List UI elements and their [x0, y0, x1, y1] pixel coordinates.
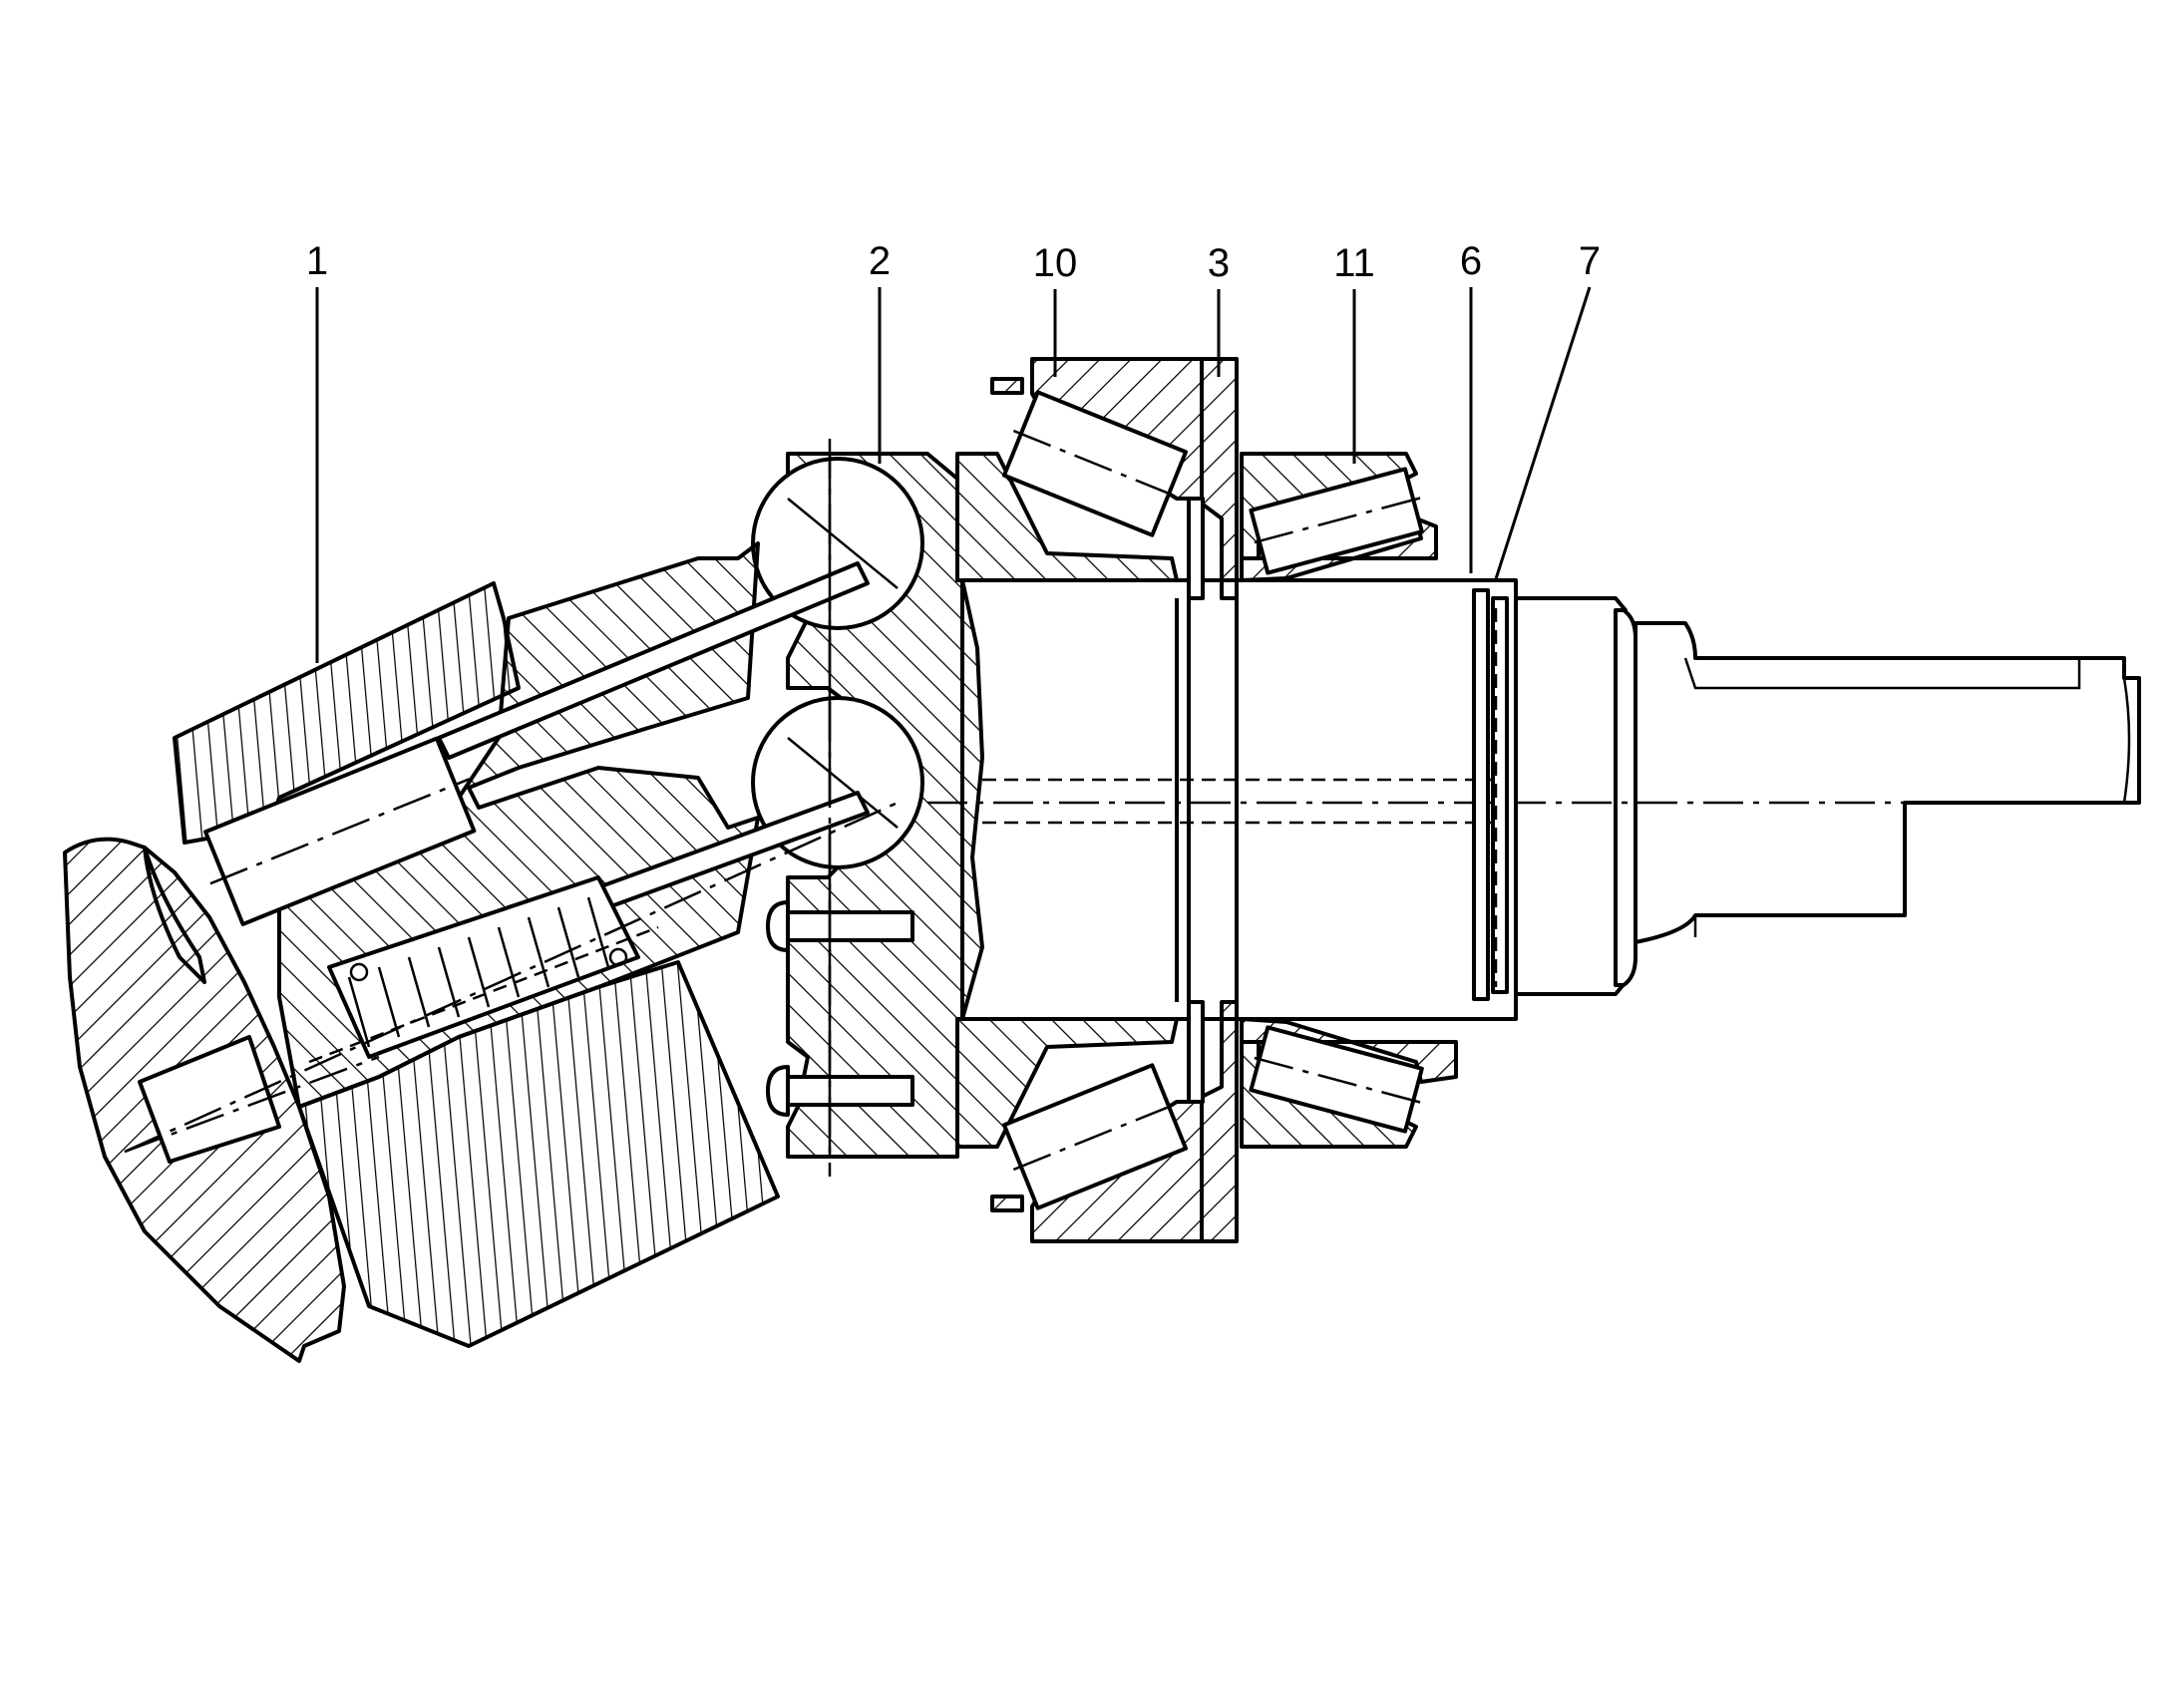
bearing-10-roller-bottom	[1001, 1063, 1189, 1210]
label-part-6: 6	[1460, 239, 1482, 283]
ball-socket-upper	[751, 457, 924, 630]
label-part-3: 3	[1208, 241, 1230, 285]
shaft-shoulder	[1614, 608, 1637, 987]
drive-shaft	[1177, 596, 2141, 996]
bearing-housing	[927, 357, 1518, 1243]
spacer-ring-3-top	[1200, 357, 1239, 600]
bearing-10-roller-top	[1001, 390, 1189, 537]
label-part-2: 2	[869, 239, 891, 283]
pump-centerline	[124, 801, 899, 1154]
end-cap-flange	[143, 846, 206, 984]
housing-upper	[173, 581, 521, 845]
shaft-body	[1634, 621, 2141, 944]
housing-lower	[297, 960, 780, 1348]
shaft-end-break	[2122, 677, 2131, 804]
cylinder-block-1	[173, 541, 870, 1348]
piston-rod-upper	[437, 561, 870, 760]
label-part-10: 10	[1033, 241, 1078, 285]
end-cap-centerline	[124, 1055, 380, 1154]
piston-upper	[203, 736, 477, 926]
bearing-11-roller-top	[1249, 467, 1424, 575]
center-spring	[327, 875, 640, 1059]
spacer-lip-top	[1187, 497, 1205, 600]
bolt-lower	[766, 1065, 914, 1117]
bolt-upper	[766, 900, 914, 952]
seal-bottom	[990, 1195, 1024, 1212]
snap-ring-6	[1472, 588, 1490, 1001]
seal-top	[990, 377, 1024, 395]
spacer-lip-bottom	[1187, 1000, 1205, 1104]
port-plate-2	[751, 452, 984, 1159]
leader-part-7	[1491, 286, 1592, 589]
spacer-ring-3-bottom	[1200, 1000, 1239, 1243]
label-part-11: 11	[1333, 241, 1375, 285]
bearing-11-roller-bottom	[1249, 1025, 1424, 1134]
socket-cross-upper	[787, 498, 899, 589]
label-part-1: 1	[306, 239, 328, 283]
label-part-7: 7	[1579, 239, 1601, 283]
shaft-collar	[1506, 596, 1628, 996]
socket-cross-lower	[787, 737, 899, 829]
part-labels: 1 2 10 3 11 6 7	[306, 239, 1601, 663]
housing-lower-hidden	[308, 925, 659, 1064]
shaft-keyway	[1683, 657, 2081, 690]
main-shaft-body	[960, 578, 1518, 1021]
